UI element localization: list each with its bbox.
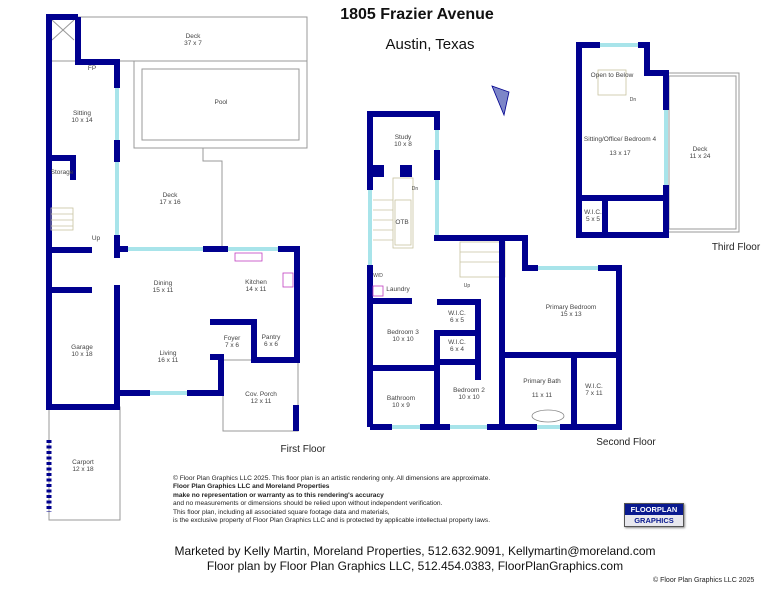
disclaimer-line: © Floor Plan Graphics LLC 2025. This flo… (173, 475, 491, 482)
room-name: Open to Below (591, 72, 634, 79)
logo-bottom-text: GRAPHICS (625, 515, 683, 526)
floorplan-graphics-logo: FLOORPLAN GRAPHICS (624, 503, 684, 527)
room-dims: 14 x 11 (246, 286, 267, 293)
open-to-below-outline (597, 69, 627, 96)
room-dims: 10 x 18 (71, 351, 93, 358)
room-dims: 10 x 9 (392, 402, 410, 409)
room-dims: 37 x 7 (184, 40, 202, 47)
fireplace-label: FP (88, 65, 96, 72)
room-dims: 10 x 10 (392, 336, 414, 343)
room-name: Bedroom 3 (387, 329, 419, 336)
disclaimer-line: Floor Plan Graphics LLC and Moreland Pro… (173, 483, 330, 491)
stairs-up-label: Up (92, 235, 101, 242)
room-name: Carport (72, 459, 94, 466)
room-name: Deck (186, 33, 202, 40)
third-floor-walls (576, 42, 669, 238)
second-floor-label: Second Floor (596, 437, 656, 448)
room-name: Pool (214, 99, 228, 106)
upper-deck-outline (48, 16, 308, 62)
room-name: Living (160, 350, 177, 357)
room-name: Deck (163, 192, 179, 199)
room-dims: 13 x 17 (609, 150, 631, 157)
room-name: OTB (395, 219, 408, 226)
room-dims: 5 x 5 (586, 216, 600, 223)
room-dims: 15 x 11 (153, 287, 174, 294)
room-name: Storage (51, 169, 74, 176)
room-dims: 6 x 6 (264, 341, 278, 348)
room-name: Sitting/Office/ Bedroom 4 (584, 136, 657, 143)
first-floor-walls (46, 14, 300, 431)
room-name: W.I.C. (448, 310, 466, 317)
first-floor-windows (115, 88, 278, 395)
first-floor-label: First Floor (281, 444, 327, 455)
stairs (50, 207, 74, 231)
room-name: Study (395, 134, 412, 141)
bathtub-icon (531, 409, 565, 423)
room-name: Bedroom 2 (453, 387, 485, 394)
logo-top-text: FLOORPLAN (625, 504, 683, 515)
third-floor-label: Third Floor (712, 242, 761, 253)
room-name: W.I.C. (585, 383, 603, 390)
marketing-credit: Marketed by Kelly Martin, Moreland Prope… (174, 544, 656, 558)
room-name: Kitchen (245, 279, 267, 286)
room-dims: 17 x 16 (159, 199, 181, 206)
kitchen-sink-icon (234, 252, 263, 262)
laundry-sink-icon (372, 285, 384, 297)
first-floor-plan: FP Up Deck 37 x 7 Pool Sitting 10 x 14 S… (46, 14, 327, 521)
property-address: 1805 Frazier Avenue (340, 6, 494, 23)
room-dims: 11 x 24 (690, 153, 711, 160)
second-floor-windows (368, 130, 598, 429)
third-floor-windows (600, 43, 668, 185)
room-dims: 6 x 4 (450, 346, 464, 353)
pool-outline (141, 68, 300, 141)
room-name: Pantry (262, 334, 282, 341)
room-name: Primary Bath (523, 378, 561, 385)
property-city: Austin, Texas (385, 36, 475, 53)
room-dims: 10 x 14 (71, 117, 93, 124)
room-dims: 15 x 13 (560, 311, 582, 318)
disclaimer-line: is the exclusive property of Floor Plan … (173, 517, 491, 525)
stairs-down-label: Dn (412, 186, 419, 192)
room-name: Deck (693, 146, 709, 153)
room-dims: 7 x 11 (585, 390, 603, 397)
room-dims: 16 x 11 (158, 357, 179, 364)
disclaimer-line: This floor plan, including all associate… (173, 508, 390, 516)
disclaimer-line: make no representation or warranty as to… (173, 491, 384, 499)
roof-deck-inner (668, 75, 737, 230)
room-dims: 7 x 6 (225, 342, 239, 349)
second-floor-plan: W/D Dn Up Study 10 x 8 OTB Laundry Bedro… (367, 111, 656, 448)
room-name: Cov. Porch (245, 391, 277, 398)
room-name: Bathroom (387, 395, 415, 402)
room-name: W.I.C. (448, 339, 466, 346)
stairs-down-label: Dn (630, 97, 637, 103)
disclaimer: © Floor Plan Graphics LLC 2025. This flo… (173, 475, 490, 525)
room-name: Primary Bedroom (546, 304, 597, 311)
room-name: Laundry (386, 286, 410, 293)
room-name: Dining (154, 280, 173, 287)
north-arrow-icon (491, 85, 510, 117)
cooktop-icon (282, 272, 294, 288)
room-name: Foyer (224, 335, 241, 342)
disclaimer-line: and no measurements or dimensions should… (173, 500, 443, 508)
stairs-up-label: Up (464, 283, 471, 289)
floorplan-credit: Floor plan by Floor Plan Graphics LLC, 5… (206, 559, 624, 573)
room-dims: 12 x 18 (72, 466, 94, 473)
room-name: Sitting (73, 110, 91, 117)
room-dims: 6 x 5 (450, 317, 464, 324)
room-dims: 11 x 11 (532, 392, 553, 399)
copyright: © Floor Plan Graphics LLC 2025 (653, 577, 755, 584)
pool-surround (133, 60, 308, 149)
deck-edge (202, 148, 223, 249)
third-floor-plan: Open to Below Dn Sitting/Office/ Bedroom… (576, 42, 761, 253)
room-name: Garage (71, 344, 93, 351)
chase-x (51, 19, 75, 41)
room-dims: 10 x 10 (458, 394, 480, 401)
second-floor-walls (367, 111, 622, 430)
room-name: W.I.C. (584, 209, 602, 216)
washer-dryer-label: W/D (373, 273, 383, 279)
room-dims: 10 x 8 (394, 141, 412, 148)
room-dims: 12 x 11 (251, 398, 272, 405)
